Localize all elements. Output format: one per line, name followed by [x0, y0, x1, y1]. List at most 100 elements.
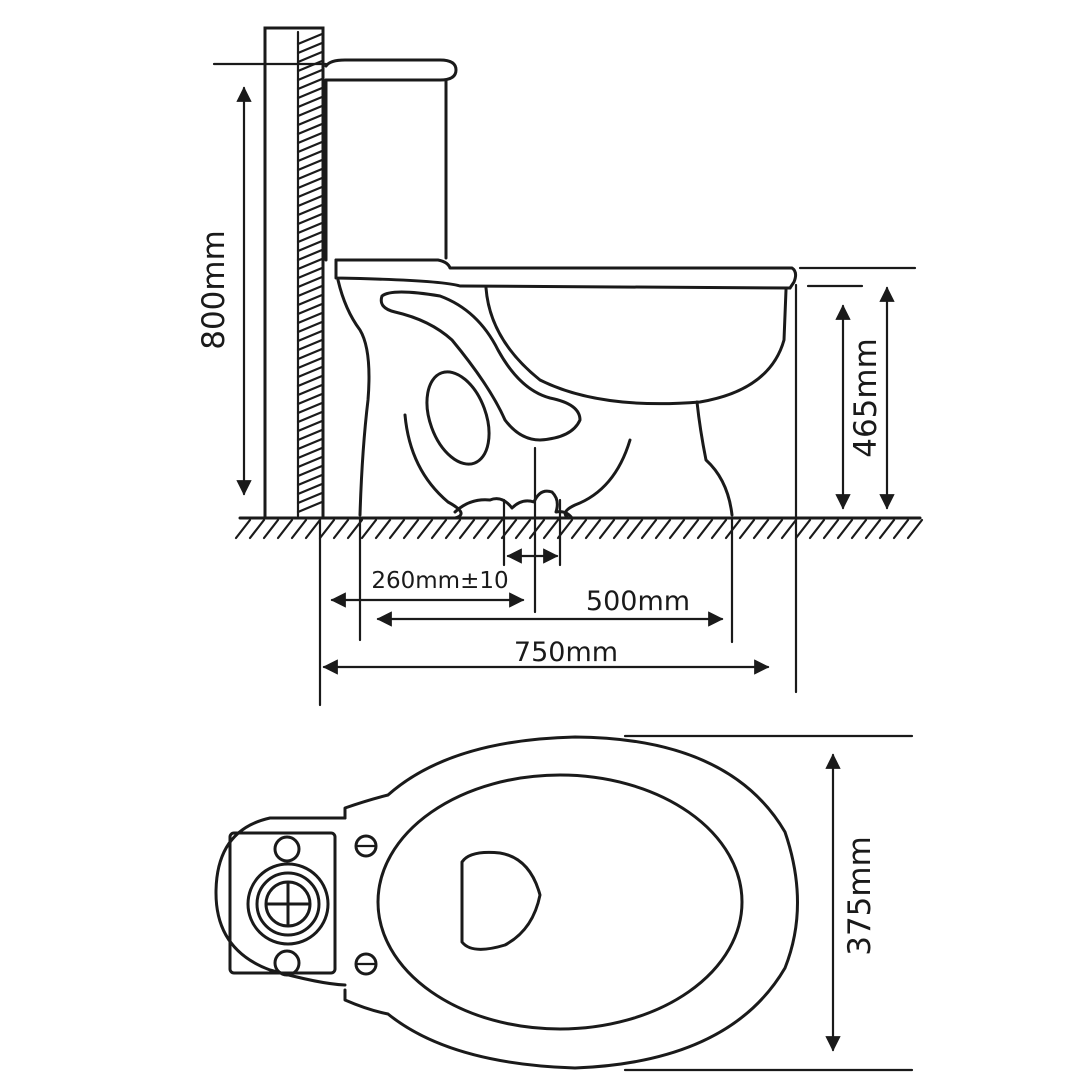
floor-hatch-line	[374, 518, 392, 540]
wall-hatch-line	[296, 167, 324, 181]
floor-hatch-line	[612, 518, 630, 540]
wall-hatch-line	[296, 464, 324, 478]
floor-hatch-line	[360, 518, 378, 540]
floor-hatch-line	[710, 518, 728, 540]
width-label: 375mm	[842, 836, 878, 956]
side-view: 800mm 465mm 260mm±10 500mm 750mm	[196, 26, 924, 707]
floor-hatch-line	[262, 518, 280, 540]
wall-hatch-line	[296, 230, 324, 244]
floor-hatch-line	[738, 518, 756, 540]
floor-hatch-line	[402, 518, 420, 540]
wall-hatch-line	[296, 32, 324, 46]
wall-hatch-line	[296, 491, 324, 505]
tank-top	[214, 816, 347, 987]
floor-hatch-line	[584, 518, 602, 540]
floor-hatch-line	[682, 518, 700, 540]
wall-hatch-line	[296, 176, 324, 190]
floor-hatch-line	[808, 518, 826, 540]
wall-hatch-line	[296, 239, 324, 253]
floor-hatch-line	[640, 518, 658, 540]
wall-hatch-line	[296, 131, 324, 145]
top-view: 375mm	[214, 734, 914, 1072]
floor-hatch-line	[654, 518, 672, 540]
floor-hatch-line	[248, 518, 266, 540]
wall-hatch-line	[296, 77, 324, 91]
wall-hatch-line	[296, 68, 324, 82]
wall-hatch-line	[296, 86, 324, 100]
dimension-arrows	[236, 86, 895, 675]
wall	[263, 26, 325, 520]
wall-hatch-line	[296, 302, 324, 316]
wall-hatch-line	[296, 473, 324, 487]
wall-hatch-line	[296, 500, 324, 514]
wall-hatch-line	[296, 311, 324, 325]
wall-hatch-line	[296, 158, 324, 172]
floor-hatch-line	[780, 518, 798, 540]
floor-hatch-line	[234, 518, 252, 540]
floor-hatch-line	[304, 518, 322, 540]
floor-hatch-line	[696, 518, 714, 540]
floor-hatch-line	[794, 518, 812, 540]
base-length-label: 500mm	[586, 586, 690, 617]
wall-hatch-line	[296, 437, 324, 451]
floor-hatch-line	[570, 518, 588, 540]
cistern-tank	[324, 58, 458, 262]
wall-hatch-line	[296, 383, 324, 397]
floor-hatch-line	[850, 518, 868, 540]
floor-hatch-line	[822, 518, 840, 540]
wall-hatch-line	[296, 257, 324, 271]
floor-hatch-line	[514, 518, 532, 540]
wall-hatch-line	[296, 374, 324, 388]
floor	[234, 516, 924, 540]
wall-hatch-line	[296, 122, 324, 136]
wall-hatch-line	[296, 95, 324, 109]
wall-hatch-line	[296, 104, 324, 118]
wall-hatch-line	[296, 356, 324, 370]
wall-hatch-line	[296, 293, 324, 307]
seat-hinge-screw-icon	[354, 834, 378, 858]
floor-hatch-line	[318, 518, 336, 540]
wall-hatch-line	[296, 410, 324, 424]
wall-hatch-line	[296, 41, 324, 55]
floor-hatch-line	[864, 518, 882, 540]
seat-hinge-screw-icon	[354, 952, 378, 976]
wall-hatch-line	[296, 248, 324, 262]
floor-hatch-line	[388, 518, 406, 540]
wall-hatch-line	[296, 320, 324, 334]
floor-hatch-line	[332, 518, 350, 540]
floor-hatch-line	[430, 518, 448, 540]
wall-hatch-line	[296, 446, 324, 460]
rough-in-label: 260mm±10	[371, 568, 508, 594]
wall-hatch-line	[296, 401, 324, 415]
floor-hatch-line	[766, 518, 784, 540]
wall-hatch-line	[296, 113, 324, 127]
wall-hatch-line	[296, 140, 324, 154]
floor-hatch-line	[276, 518, 294, 540]
floor-hatch-line	[906, 518, 924, 540]
flush-button-icon	[246, 862, 330, 946]
wall-hatch-line	[296, 203, 324, 217]
seat-height-label: 465mm	[848, 338, 884, 458]
wall-hatch-line	[296, 392, 324, 406]
wall-hatch-line	[296, 149, 324, 163]
floor-hatch-line	[836, 518, 854, 540]
extension-lines	[212, 62, 917, 707]
floor-hatch-line	[444, 518, 462, 540]
wall-hatch-line	[296, 338, 324, 352]
floor-hatch-line	[598, 518, 616, 540]
floor-hatch-line	[542, 518, 560, 540]
wall-hatch-line	[296, 212, 324, 226]
floor-hatch-line	[472, 518, 490, 540]
floor-hatch-line	[486, 518, 504, 540]
wall-hatch-line	[296, 221, 324, 235]
floor-hatch-line	[892, 518, 910, 540]
floor-hatch-line	[668, 518, 686, 540]
wall-hatch-line	[296, 194, 324, 208]
toilet-bowl-side	[334, 258, 798, 520]
wall-hatch-line	[296, 50, 324, 64]
wall-hatch-line	[296, 365, 324, 379]
height-total-label: 800mm	[196, 230, 232, 350]
floor-hatch-line	[290, 518, 308, 540]
wall-hatch-line	[296, 419, 324, 433]
